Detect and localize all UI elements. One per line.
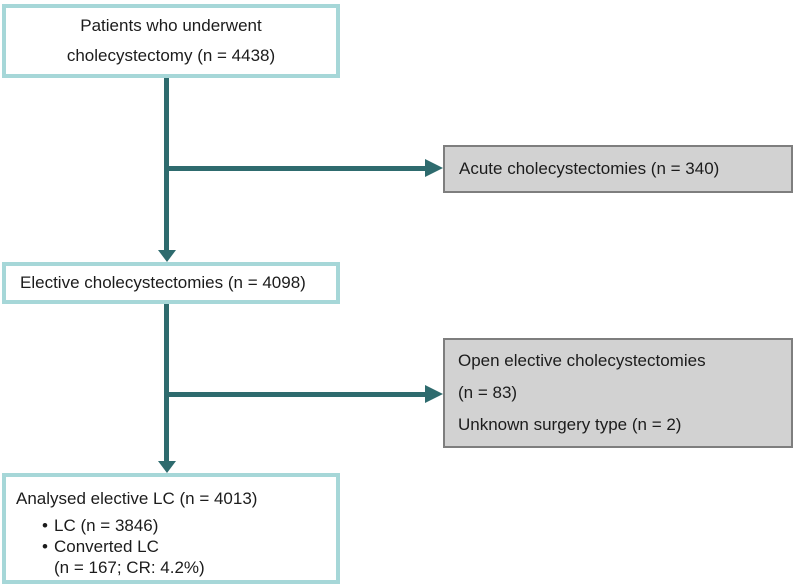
- box-analysed-title: Analysed elective LC (n = 4013): [16, 489, 258, 508]
- box-acute-excluded: Acute cholecystectomies (n = 340): [443, 145, 793, 193]
- box-open-line2: (n = 83): [458, 383, 518, 402]
- box-elective-label: Elective cholecystectomies (n = 4098): [20, 273, 306, 292]
- box-open-elective-excluded: Open elective cholecystectomies (n = 83)…: [443, 338, 793, 448]
- box-open-line3: Unknown surgery type (n = 2): [458, 415, 682, 434]
- box-patients-line1: Patients who underwent: [80, 16, 262, 35]
- box-analysed-elective-lc: Analysed elective LC (n = 4013) • LC (n …: [2, 473, 340, 584]
- bullet-icon: •: [42, 516, 48, 535]
- connector-vertical-1: [164, 78, 169, 251]
- box-patients-line2: cholecystectomy (n = 4438): [66, 46, 276, 65]
- arrow-right-icon: [425, 159, 443, 177]
- bullet-icon: •: [42, 537, 48, 556]
- box-acute-label: Acute cholecystectomies (n = 340): [459, 159, 720, 178]
- connector-vertical-2: [164, 304, 169, 462]
- list-item: • LC (n = 3846): [42, 515, 326, 536]
- connector-horizontal-1: [164, 166, 425, 171]
- connector-horizontal-2: [164, 392, 425, 397]
- bullet-converted-lc-label: Converted LC: [54, 537, 159, 556]
- box-elective: Elective cholecystectomies (n = 4098): [2, 262, 340, 304]
- box-open-line1: Open elective cholecystectomies: [458, 351, 706, 370]
- analysed-bullet-list: • LC (n = 3846) • Converted LC (n = 167;…: [42, 515, 326, 578]
- box-patients-total: Patients who underwent cholecystectomy (…: [2, 4, 340, 78]
- arrow-down-icon: [158, 461, 176, 473]
- bullet-lc-label: LC (n = 3846): [54, 516, 159, 535]
- bullet-converted-lc-detail: (n = 167; CR: 4.2%): [54, 558, 205, 577]
- arrow-down-icon: [158, 250, 176, 262]
- list-item: • Converted LC: [42, 536, 326, 557]
- arrow-right-icon: [425, 385, 443, 403]
